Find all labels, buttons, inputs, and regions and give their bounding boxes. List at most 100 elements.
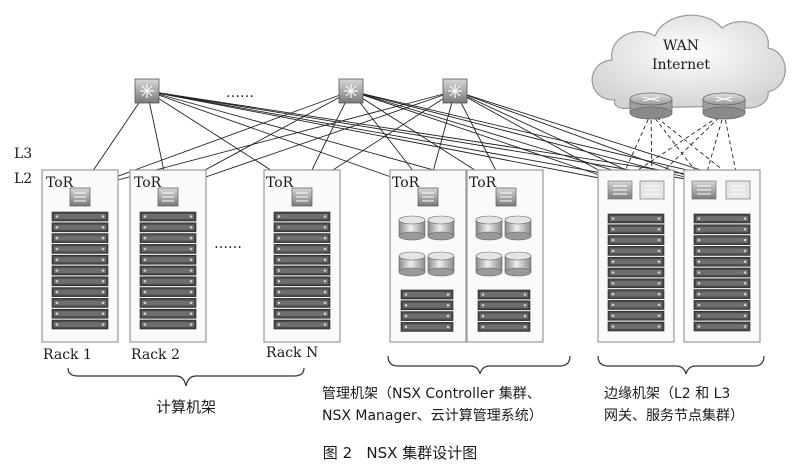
server-led	[657, 303, 661, 307]
server-face	[610, 216, 662, 221]
server-led	[404, 325, 408, 329]
server-led	[143, 236, 147, 240]
server-led	[55, 290, 59, 294]
server-face	[696, 226, 748, 232]
rack-server-icon	[273, 222, 331, 233]
rack-server-icon	[693, 300, 751, 310]
rack-server-icon	[139, 319, 197, 330]
server-led	[697, 292, 701, 296]
server-led	[55, 236, 59, 240]
server-led	[657, 249, 661, 253]
tor-label-rack1: ToR	[46, 175, 74, 191]
spine-ellipsis: ……	[226, 85, 254, 101]
server-led	[697, 249, 701, 253]
server-led	[101, 290, 105, 294]
server-led	[277, 290, 281, 294]
rack-server-icon	[139, 211, 197, 222]
server-led	[101, 312, 105, 316]
server-face	[610, 302, 662, 308]
rack-server-icon	[139, 222, 197, 233]
server-face	[142, 278, 194, 284]
server-led	[446, 304, 450, 307]
server-led	[55, 215, 59, 218]
server-led	[611, 292, 615, 296]
server-face	[54, 289, 106, 295]
server-face	[276, 268, 328, 273]
rack-label-2: Rack 2	[131, 347, 180, 363]
rack-server-icon	[400, 300, 454, 311]
group-label-compute: 计算机架	[156, 398, 216, 416]
server-led	[55, 247, 59, 251]
server-face	[696, 302, 748, 308]
server-led	[189, 323, 193, 326]
rack-server-icon	[693, 321, 751, 332]
uplink-line	[350, 90, 653, 183]
server-led	[143, 280, 147, 283]
tor-switch-icon	[639, 180, 665, 200]
server-face	[696, 270, 748, 275]
disk-bottom	[427, 267, 455, 277]
rack-server-icon	[607, 321, 665, 332]
server-led	[277, 312, 281, 316]
rack-label-n: Rack N	[266, 345, 318, 361]
rack-server-icon	[400, 289, 454, 300]
server-led	[743, 271, 747, 274]
wan-cloud: WAN Internet	[591, 14, 786, 110]
rack-server-icon	[477, 311, 531, 321]
server-face	[696, 216, 748, 221]
storage-disk-icon	[398, 251, 426, 277]
server-led	[101, 280, 105, 283]
server-led	[143, 247, 147, 251]
server-face	[696, 280, 748, 286]
server-led	[55, 312, 59, 316]
server-face	[696, 291, 748, 297]
rack-server-icon	[273, 287, 331, 297]
rack-server-icon	[693, 289, 751, 299]
storage-disk-icon	[475, 215, 503, 241]
server-led	[323, 312, 327, 316]
server-led	[657, 314, 661, 318]
server-led	[404, 314, 408, 318]
server-led	[611, 325, 615, 328]
server-led	[657, 260, 661, 264]
disk-bottom	[398, 267, 426, 277]
disk-top	[504, 251, 532, 261]
server-led	[277, 226, 281, 229]
rack-server-icon	[273, 319, 331, 330]
rack-server-icon	[139, 265, 197, 276]
disk-bottom	[398, 231, 426, 241]
server-face	[142, 300, 194, 306]
disk-bottom	[504, 231, 532, 241]
server-led	[743, 217, 747, 220]
server-face	[276, 311, 328, 317]
tor-switch-icon	[291, 187, 313, 207]
server-led	[323, 258, 327, 262]
server-face	[610, 248, 662, 254]
server-led	[277, 280, 281, 283]
server-led	[611, 260, 615, 264]
rack-server-icon	[139, 244, 197, 254]
brace-compute	[67, 367, 305, 387]
rack-server-icon	[607, 213, 665, 224]
rack-server-icon	[51, 222, 109, 233]
server-led	[611, 271, 615, 274]
tor-label-mgmt1: ToR	[392, 175, 420, 191]
server-led	[481, 304, 485, 307]
router-switch-icon	[338, 78, 364, 104]
rack-server-icon	[693, 224, 751, 235]
server-led	[611, 228, 615, 231]
server-led	[611, 303, 615, 307]
server-led	[697, 282, 701, 285]
group-label-management-2: NSX Manager、云计算管理系统）	[322, 408, 543, 424]
rack-server-icon	[477, 300, 531, 311]
router-switch-icon	[134, 78, 160, 104]
tor-switch-icon	[607, 180, 633, 200]
rack-server-icon	[51, 233, 109, 243]
server-led	[697, 260, 701, 264]
server-led	[657, 217, 661, 220]
disk-bottom	[475, 231, 503, 241]
rack-server-icon	[273, 254, 331, 265]
server-face	[276, 322, 328, 327]
tor-switch-icon	[725, 180, 751, 200]
